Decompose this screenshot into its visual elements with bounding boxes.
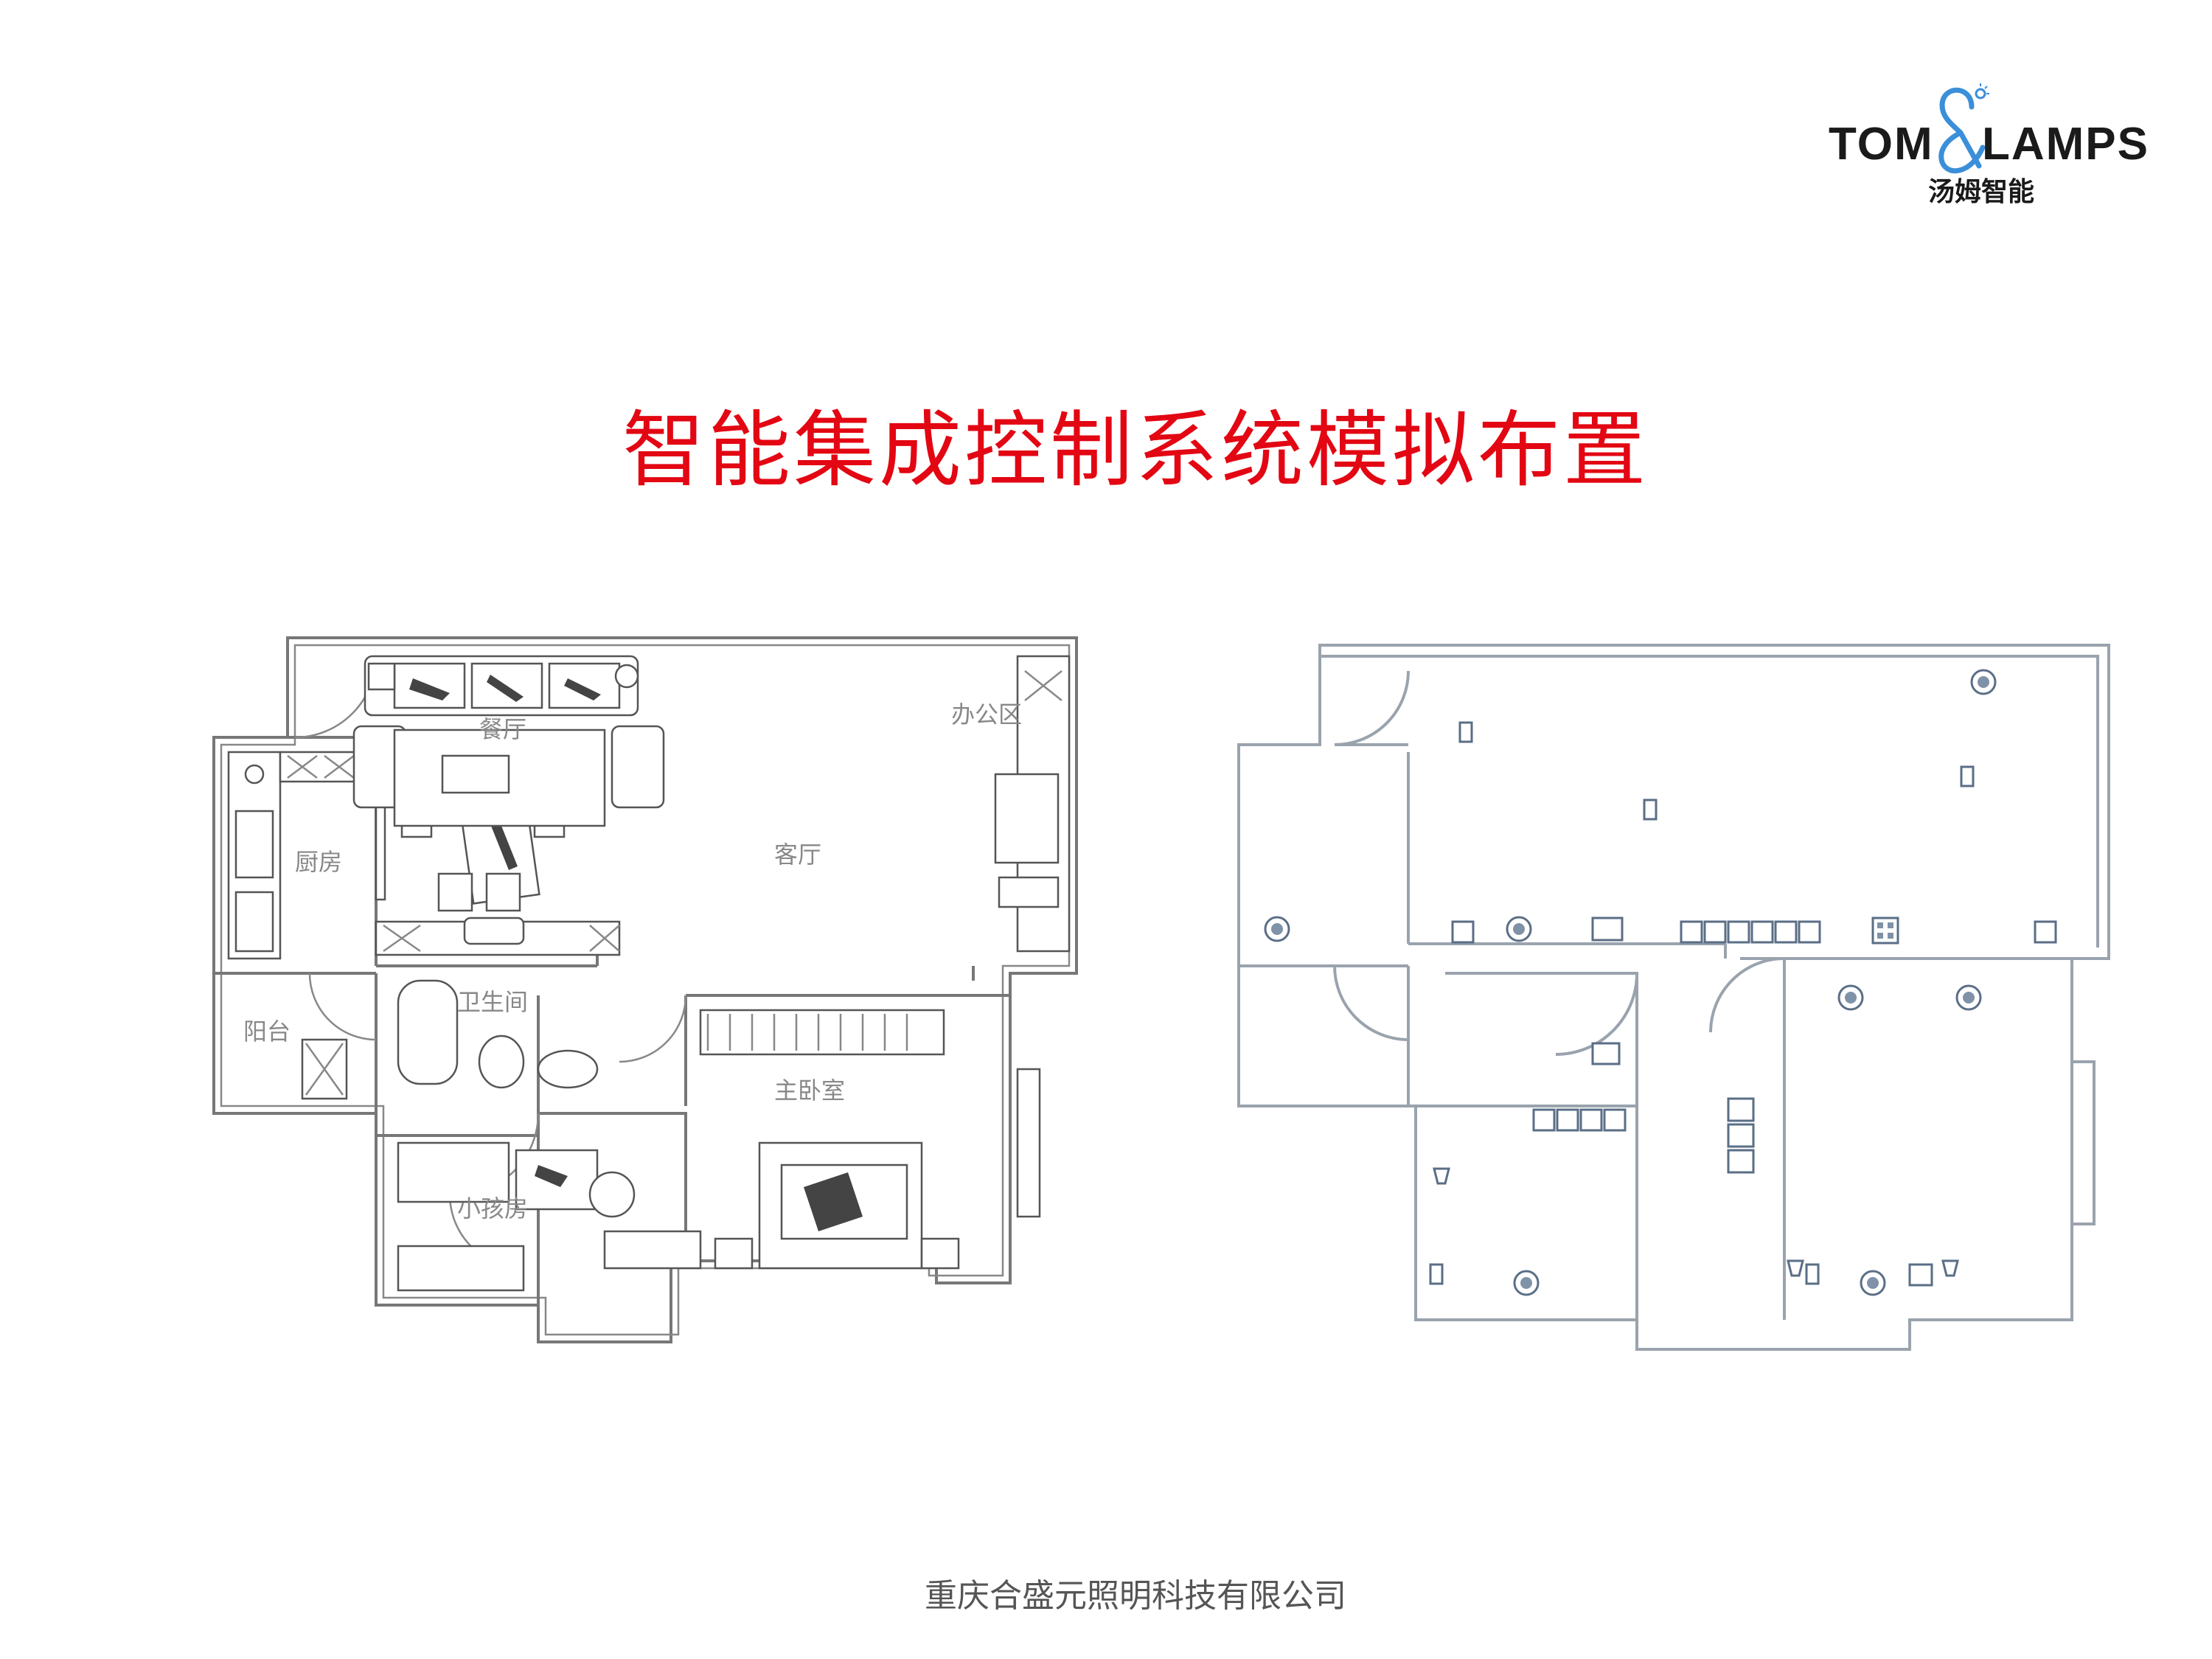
brand-logo: TOM LAMPS 汤姆智能	[1829, 77, 2168, 207]
brand-name-cn: 汤姆智能	[1928, 177, 2035, 207]
room-label-kids-room: 小孩房	[457, 1194, 528, 1222]
room-label-dining: 餐厅	[479, 715, 526, 743]
company-footer: 重庆合盛元照明科技有限公司	[925, 1577, 1346, 1615]
ceiling-light-icon	[1264, 669, 1997, 1296]
brand-name-left: TOM	[1829, 119, 1934, 170]
page-title: 智能集成控制系统模拟布置	[622, 403, 1649, 498]
furnished-floor-plan: 餐厅 厨房 客厅 办公区 阳台 卫生间 主卧室 小孩房	[212, 636, 1078, 1343]
ampersand-bulb-icon	[1938, 83, 1989, 174]
room-label-living: 客厅	[774, 841, 821, 869]
brand-name-right: LAMPS	[1982, 119, 2149, 170]
switch-panel-icon	[1451, 917, 2057, 1287]
room-label-master-bedroom: 主卧室	[774, 1077, 845, 1105]
room-label-kitchen: 厨房	[295, 848, 342, 876]
device-layout-plan	[1237, 644, 2110, 1351]
control-panel-icon	[1871, 917, 1899, 945]
room-label-office: 办公区	[951, 700, 1022, 728]
room-label-bathroom: 卫生间	[457, 988, 528, 1016]
sensor-icon	[1429, 721, 1975, 1285]
room-label-balcony: 阳台	[243, 1018, 291, 1046]
spotlight-icon	[1433, 1167, 1959, 1277]
